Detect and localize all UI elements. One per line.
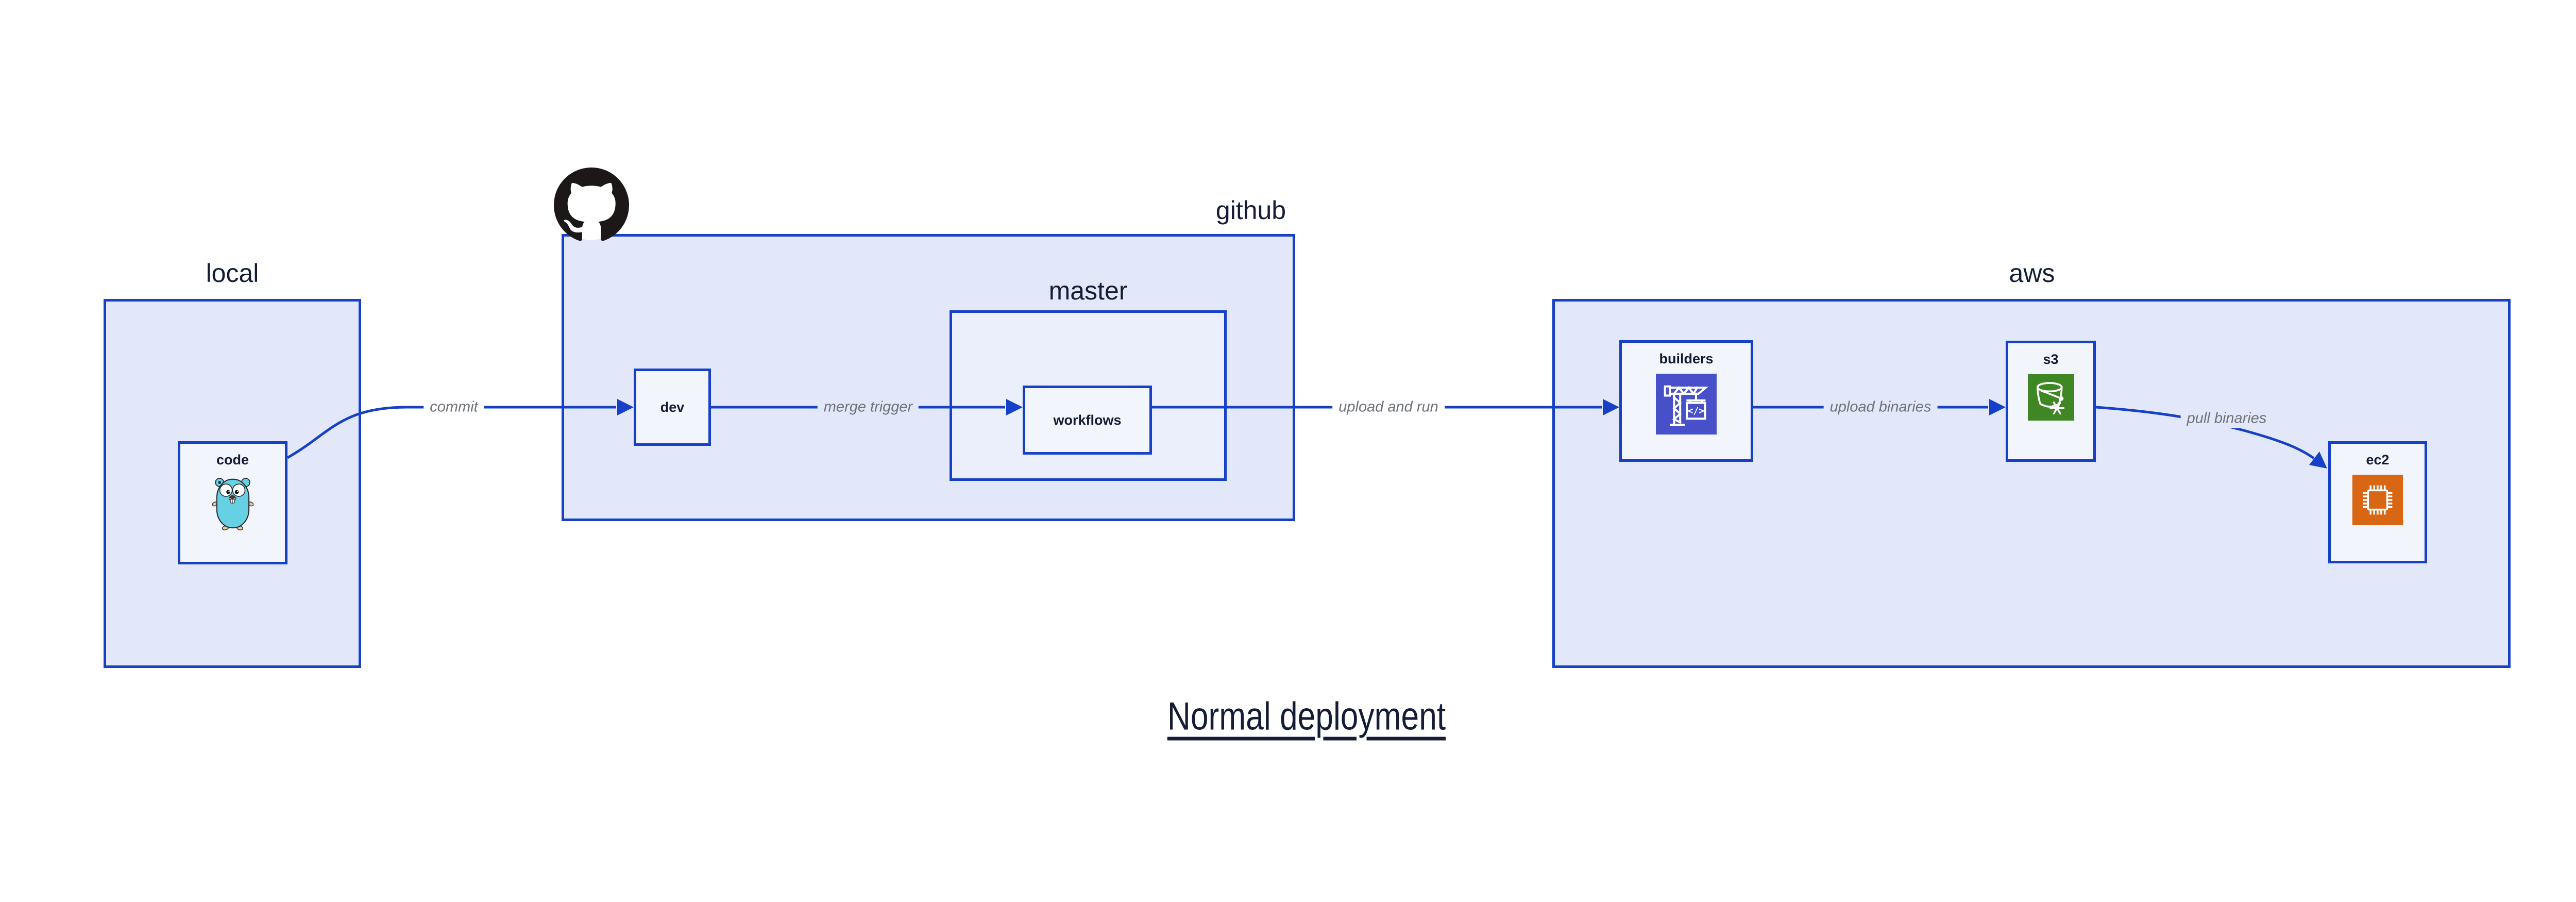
dev-node-label: dev — [660, 399, 685, 415]
code-node-label: code — [216, 452, 249, 467]
s3-node-label: s3 — [2043, 352, 2059, 367]
aws-container-label: aws — [2009, 259, 2055, 288]
s3-node: s3 — [2006, 341, 2096, 462]
ec2-node: ec2 — [2328, 441, 2427, 563]
edge-label-merge-trigger: merge trigger — [817, 397, 919, 417]
edge-label-commit: commit — [423, 397, 484, 417]
workflows-node-label: workflows — [1053, 412, 1122, 428]
github-container-label: github — [1215, 196, 1286, 225]
codebuild-crane-icon: </> — [1656, 374, 1717, 435]
workflows-node: workflows — [1023, 386, 1152, 455]
edge-label-upload-binaries: upload binaries — [1823, 397, 1938, 417]
master-container-label: master — [1048, 276, 1128, 305]
diagram-title: Normal deployment — [1167, 694, 1446, 739]
edge-label-pull-binaries: pull binaries — [2180, 409, 2273, 428]
edge-label-upload-and-run: upload and run — [1332, 397, 1445, 417]
code-node: code — [178, 441, 287, 564]
ec2-node-label: ec2 — [2366, 452, 2389, 467]
dev-node: dev — [634, 369, 711, 446]
builders-node-label: builders — [1659, 351, 1714, 366]
s3-bucket-snowflake-icon — [2027, 374, 2074, 421]
go-gopher-icon — [212, 478, 253, 530]
local-container-label: local — [206, 259, 259, 288]
builders-node: builders </> — [1619, 340, 1753, 462]
github-octocat-icon — [554, 168, 629, 241]
builders-icon-code-glyph: </> — [1688, 406, 1704, 416]
ec2-chip-icon — [2352, 475, 2403, 525]
